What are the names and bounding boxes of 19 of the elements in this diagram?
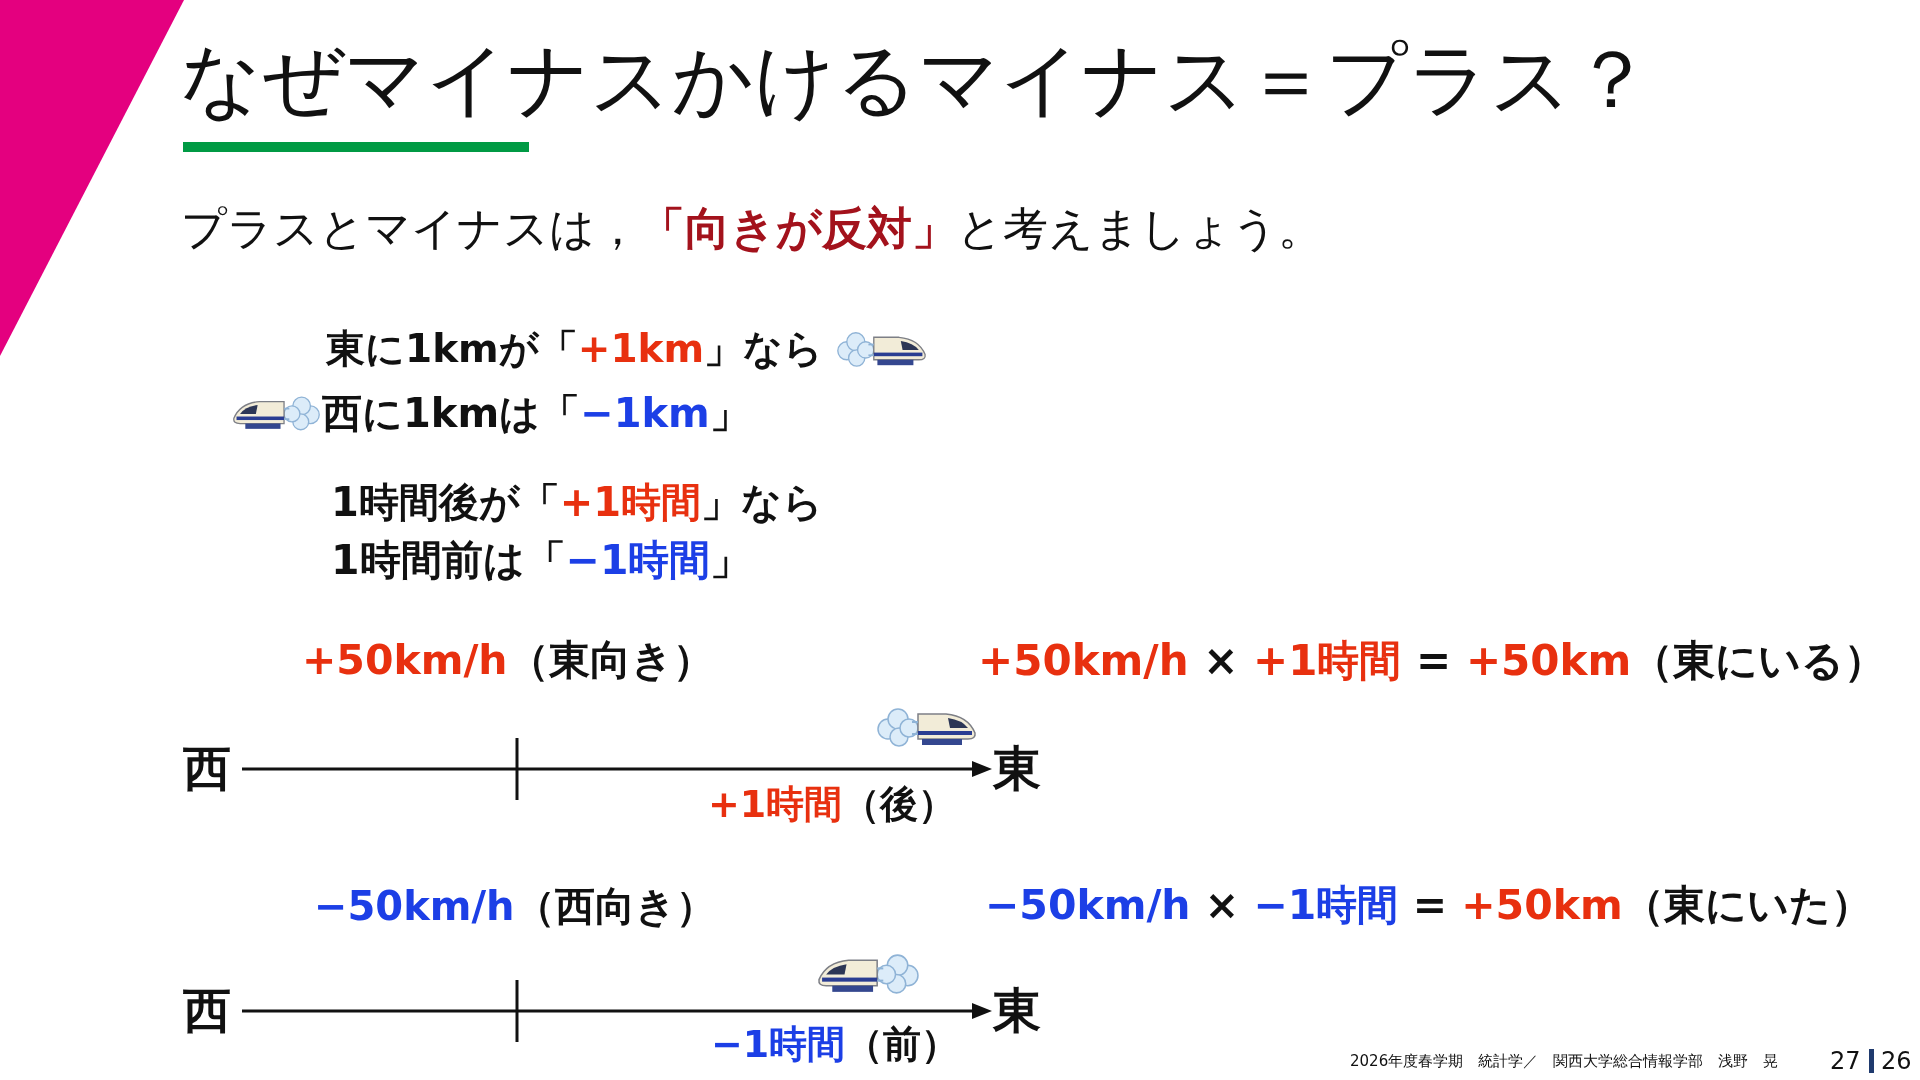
velocity-label: +50km/h（東向き）: [302, 636, 714, 686]
footer-text: 2026年度春学期 統計学／ 関西大学総合情報学部 浅野 晃: [1350, 1052, 1779, 1070]
page-number: 27: [1830, 1046, 1861, 1076]
time-label: +1時間（後）: [708, 782, 957, 828]
example-text: 1時間前は「−1時間」: [331, 536, 752, 586]
direction-label: 東: [993, 982, 1041, 1040]
example-text: 西に1kmは「−1km」: [322, 389, 750, 437]
slide-title: なぜマイナスかけるマイナス＝プラス？: [180, 32, 1652, 128]
time-label: −1時間（前）: [711, 1022, 960, 1068]
direction-label: 西: [183, 982, 231, 1040]
direction-label: 西: [183, 740, 231, 798]
page-total: 26: [1881, 1046, 1912, 1076]
equation-text: −50km/h × −1時間 = +50km（東にいた）: [985, 881, 1872, 931]
direction-label: 東: [993, 740, 1041, 798]
equation-text: +50km/h × +1時間 = +50km（東にいる）: [978, 635, 1887, 687]
example-text: 1時間後が「+1時間」なら: [331, 478, 824, 526]
example-text: 東に1kmが「+1km」なら: [326, 325, 824, 373]
subtitle-text: プラスとマイナスは，「向きが反対」と考えましょう。: [181, 202, 1323, 256]
velocity-label: −50km/h（西向き）: [314, 882, 716, 930]
